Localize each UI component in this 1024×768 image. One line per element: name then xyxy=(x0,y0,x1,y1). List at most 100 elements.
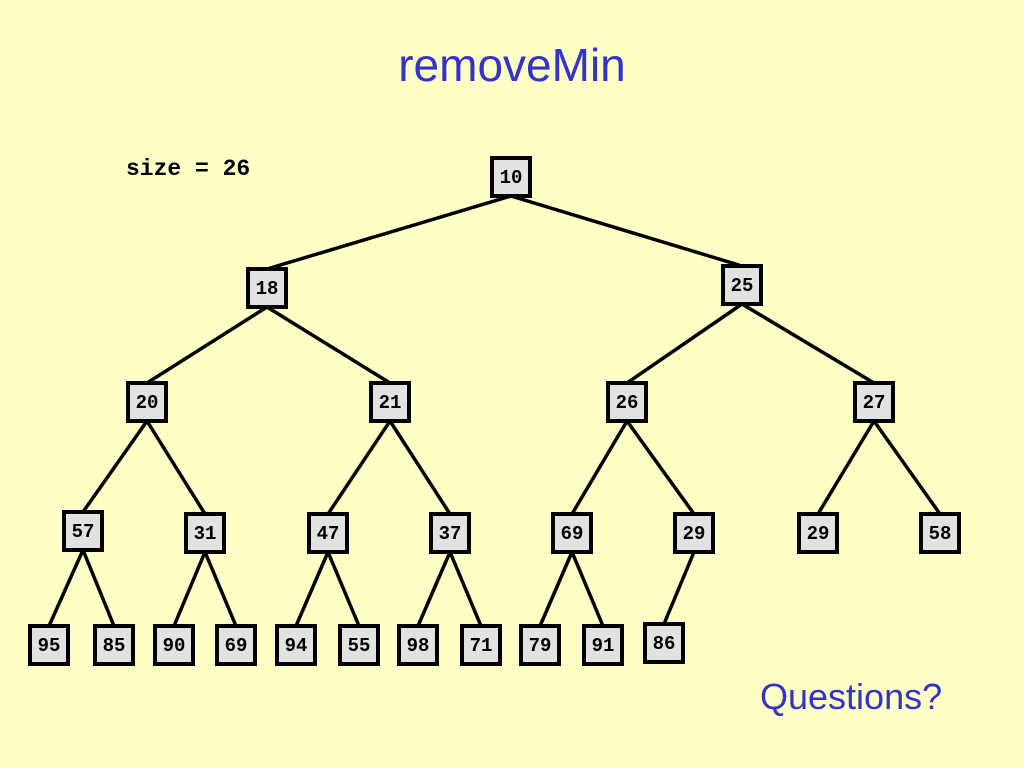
heap-node-25: 25 xyxy=(721,264,763,306)
heap-node-58: 58 xyxy=(919,512,961,554)
node-box xyxy=(275,624,317,666)
heap-node-91: 91 xyxy=(582,624,624,666)
heap-node-90: 90 xyxy=(153,624,195,666)
node-value: 94 xyxy=(285,635,308,657)
edge-47-55 xyxy=(326,551,361,627)
edge-18-20 xyxy=(146,305,268,385)
heap-node-95: 95 xyxy=(28,624,70,666)
edge-57-95 xyxy=(47,549,85,627)
edge-26-69 xyxy=(570,420,629,515)
edge-47-94 xyxy=(294,551,330,627)
tree-edges xyxy=(47,194,942,627)
node-value: 90 xyxy=(163,635,186,657)
node-value: 58 xyxy=(929,523,952,545)
heap-node-98: 98 xyxy=(397,624,439,666)
node-box xyxy=(215,624,257,666)
size-label: size = 26 xyxy=(126,156,251,182)
node-value: 95 xyxy=(38,635,61,657)
heap-node-21: 21 xyxy=(369,381,411,423)
edge-20-57 xyxy=(81,419,149,514)
node-box xyxy=(246,267,288,309)
node-box xyxy=(643,622,685,664)
node-value: 27 xyxy=(863,392,886,414)
questions-text: Questions? xyxy=(760,676,943,717)
node-value: 98 xyxy=(407,635,430,657)
edge-69-79 xyxy=(538,551,574,627)
heap-node-69: 69 xyxy=(215,624,257,666)
edge-18-21 xyxy=(266,305,391,385)
node-box xyxy=(369,381,411,423)
heap-node-26: 26 xyxy=(606,381,648,423)
node-box xyxy=(153,624,195,666)
node-box xyxy=(397,624,439,666)
edge-27-29 xyxy=(816,420,876,515)
heap-node-69: 69 xyxy=(551,512,593,554)
heap-node-94: 94 xyxy=(275,624,317,666)
node-box xyxy=(490,156,532,198)
edge-29-86 xyxy=(662,551,696,625)
node-value: 26 xyxy=(616,392,639,414)
node-value: 10 xyxy=(500,167,523,189)
node-box xyxy=(582,624,624,666)
node-box xyxy=(184,512,226,554)
edge-31-90 xyxy=(172,551,207,627)
node-value: 47 xyxy=(317,523,340,545)
edge-10-18 xyxy=(266,194,512,271)
node-box xyxy=(606,381,648,423)
heap-node-79: 79 xyxy=(519,624,561,666)
node-box xyxy=(307,512,349,554)
node-box xyxy=(519,624,561,666)
node-box xyxy=(721,264,763,306)
node-box xyxy=(28,624,70,666)
node-value: 20 xyxy=(136,392,159,414)
node-value: 85 xyxy=(103,635,126,657)
heap-node-85: 85 xyxy=(93,624,135,666)
edge-27-58 xyxy=(872,419,942,516)
node-value: 37 xyxy=(439,523,462,545)
node-value: 29 xyxy=(683,523,706,545)
node-box xyxy=(853,381,895,423)
edge-10-25 xyxy=(510,194,743,268)
node-value: 86 xyxy=(653,633,676,655)
node-box xyxy=(551,512,593,554)
edge-21-37 xyxy=(388,420,452,515)
node-value: 31 xyxy=(194,523,217,545)
heap-node-29: 29 xyxy=(797,512,839,554)
heap-node-37: 37 xyxy=(429,512,471,554)
node-box xyxy=(126,381,168,423)
tree-nodes: 10 18 25 20 21 26 27 57 31 47 37 69 29 29 58 95 85 90 69 94… xyxy=(28,156,961,666)
edge-37-98 xyxy=(416,551,452,627)
node-box xyxy=(919,512,961,554)
edge-31-69 xyxy=(203,551,238,627)
heap-node-27: 27 xyxy=(853,381,895,423)
heap-node-10: 10 xyxy=(490,156,532,198)
node-value: 25 xyxy=(731,275,754,297)
edge-25-26 xyxy=(626,302,743,385)
edge-69-91 xyxy=(570,551,605,627)
heap-node-29: 29 xyxy=(673,512,715,554)
heap-node-47: 47 xyxy=(307,512,349,554)
node-box xyxy=(93,624,135,666)
edge-25-27 xyxy=(741,302,875,385)
edge-21-47 xyxy=(326,420,392,515)
node-box xyxy=(673,512,715,554)
node-value: 18 xyxy=(256,278,279,300)
node-box xyxy=(338,624,380,666)
edge-57-85 xyxy=(81,549,116,627)
heap-node-20: 20 xyxy=(126,381,168,423)
node-value: 57 xyxy=(72,521,95,543)
node-value: 71 xyxy=(470,635,493,657)
edge-20-31 xyxy=(145,420,207,515)
node-value: 21 xyxy=(379,392,402,414)
node-box xyxy=(62,510,104,552)
node-value: 69 xyxy=(225,635,248,657)
heap-node-18: 18 xyxy=(246,267,288,309)
edge-37-71 xyxy=(448,551,483,627)
node-value: 79 xyxy=(529,635,552,657)
slide-title: removeMin xyxy=(398,39,626,91)
node-box xyxy=(797,512,839,554)
heap-node-57: 57 xyxy=(62,510,104,552)
heap-node-55: 55 xyxy=(338,624,380,666)
edge-26-29 xyxy=(625,419,696,516)
heap-node-86: 86 xyxy=(643,622,685,664)
